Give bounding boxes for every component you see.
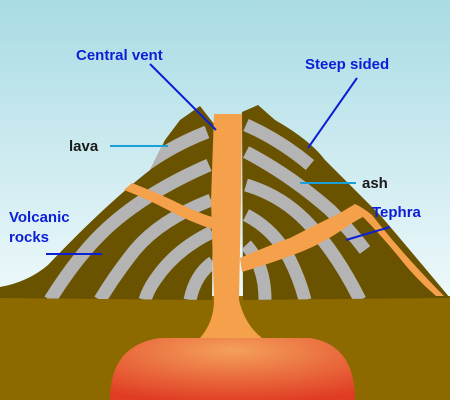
tephra-right-vein: [240, 204, 444, 296]
volcanic-rocks-label-line2: rocks: [9, 228, 50, 246]
left-layer: [44, 159, 212, 300]
tephra: [124, 183, 444, 296]
tephra-left-vein: [124, 183, 215, 230]
ash-label: ash: [362, 175, 388, 192]
lava-label: lava: [69, 138, 99, 155]
right-layer: [244, 178, 366, 300]
right-layer: [242, 209, 312, 300]
tephra-label: Tephra: [372, 204, 421, 221]
central-vent-conduit: [200, 114, 262, 338]
steep-sided-pointer: [307, 77, 358, 149]
right-layer: [242, 146, 371, 254]
left-layer: [138, 226, 215, 300]
volcanic-rocks-label: Volcanic rocks: [9, 208, 70, 247]
left-layer: [183, 256, 218, 300]
tephra-pointer: [345, 226, 391, 241]
right-layer: [243, 119, 315, 171]
volcanic-rocks-label-line1: Volcanic: [9, 209, 70, 226]
right-layer: [241, 240, 272, 300]
central-vent-pointer: [149, 63, 217, 131]
steep-sided-label: Steep sided: [305, 56, 390, 73]
pointer-lines: [46, 63, 391, 255]
magma-chamber: [110, 338, 355, 400]
central-vent-label: Central vent: [76, 47, 163, 64]
